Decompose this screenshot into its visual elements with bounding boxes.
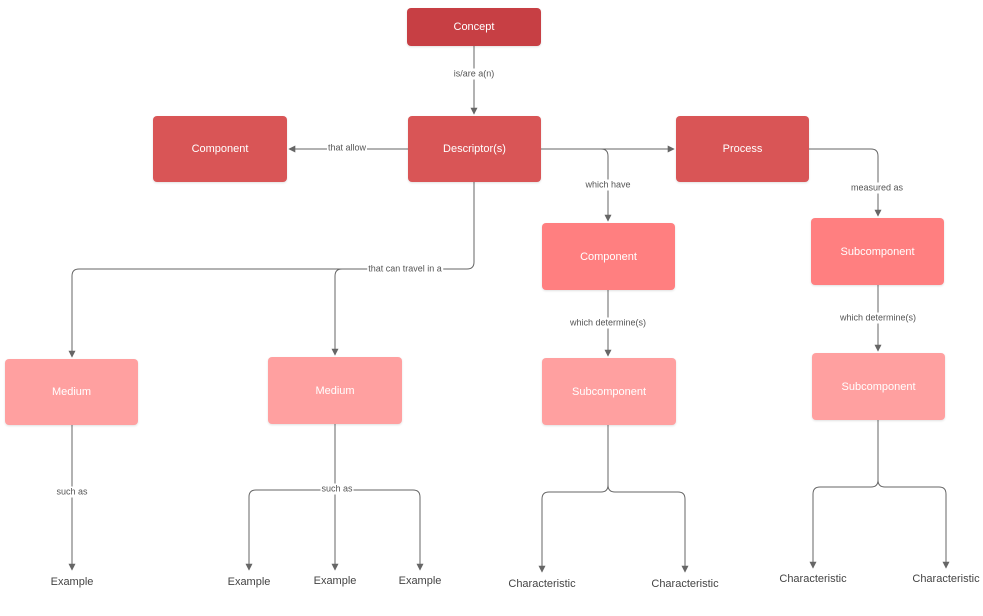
subcomponent-right-top-node[interactable]: Subcomponent xyxy=(811,218,944,285)
edge-subcomponent-right-characteristic-left xyxy=(809,420,879,569)
edge-medium2-example-left xyxy=(245,489,335,571)
edge-label-which-have: which have xyxy=(584,179,632,191)
leaf-example-3: Example xyxy=(313,575,357,587)
leaf-example-4: Example xyxy=(398,575,442,587)
edge-label-measured-as: measured as xyxy=(849,182,905,194)
leaf-characteristic-2: Characteristic xyxy=(651,578,719,590)
edge-label-that-allow: that allow xyxy=(326,142,368,154)
component-left-node[interactable]: Component xyxy=(153,116,287,182)
medium-2-node[interactable]: Medium xyxy=(268,357,402,424)
edge-label-which-determine-right: which determine(s) xyxy=(838,312,918,324)
component-mid-node[interactable]: Component xyxy=(542,223,675,290)
leaf-characteristic-4: Characteristic xyxy=(912,573,980,585)
subcomponent-right-bottom-node[interactable]: Subcomponent xyxy=(812,353,945,420)
leaf-characteristic-3: Characteristic xyxy=(779,573,847,585)
process-node[interactable]: Process xyxy=(676,116,809,182)
descriptors-node[interactable]: Descriptor(s) xyxy=(408,116,541,182)
edge-label-such-as-2: such as xyxy=(320,483,354,495)
edge-label-such-as-1: such as xyxy=(55,486,89,498)
edge-descriptors-medium xyxy=(68,182,475,358)
edge-descriptors-component-mid xyxy=(541,148,612,222)
edge-descriptors-medium-2 xyxy=(331,268,343,356)
leaf-example-2: Example xyxy=(227,576,271,588)
edge-label-is-are: is/are a(n) xyxy=(452,68,496,80)
edge-subcomponent-right-characteristic-right xyxy=(877,479,950,569)
edge-subcomponent-mid-characteristic-left xyxy=(538,425,609,573)
edge-subcomponent-mid-characteristic-right xyxy=(607,484,689,573)
edge-process-subcomponent xyxy=(809,148,882,217)
leaf-example-1: Example xyxy=(50,576,94,588)
edge-label-which-determine-mid: which determine(s) xyxy=(568,317,648,329)
edge-medium2-example-right xyxy=(335,489,424,571)
subcomponent-mid-node[interactable]: Subcomponent xyxy=(542,358,676,425)
medium-1-node[interactable]: Medium xyxy=(5,359,138,425)
concept-node[interactable]: Concept xyxy=(407,8,541,46)
leaf-characteristic-1: Characteristic xyxy=(508,578,576,590)
edge-label-that-can-travel: that can travel in a xyxy=(367,263,443,275)
